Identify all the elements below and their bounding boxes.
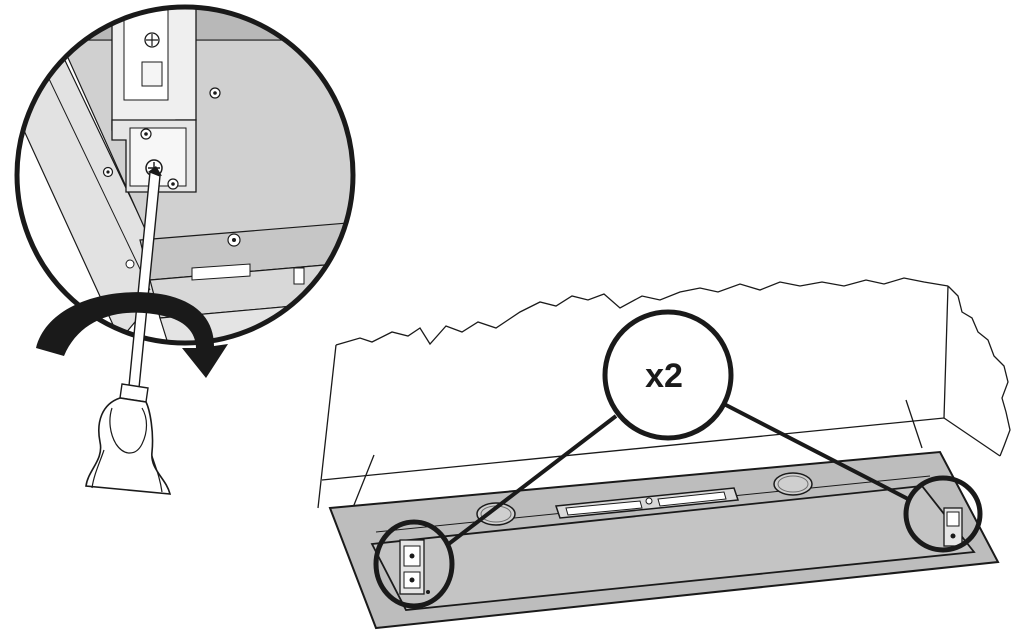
callout-circle-right xyxy=(903,475,983,553)
bracket-right xyxy=(943,507,963,547)
detail-magnifier xyxy=(14,4,356,346)
quantity-badge: x2 xyxy=(602,309,734,441)
cabinet-outline xyxy=(317,277,1011,511)
bottom-panel xyxy=(328,450,1000,630)
callout-circle-left xyxy=(373,519,455,609)
clockwise-rotation-arrow-icon xyxy=(36,292,228,378)
quantity-label: x2 xyxy=(645,357,683,395)
light-right xyxy=(773,472,813,496)
leader-lines xyxy=(444,402,911,548)
screwdriver-icon xyxy=(85,166,172,495)
bracket-left xyxy=(399,539,430,595)
control-strip xyxy=(554,487,740,519)
